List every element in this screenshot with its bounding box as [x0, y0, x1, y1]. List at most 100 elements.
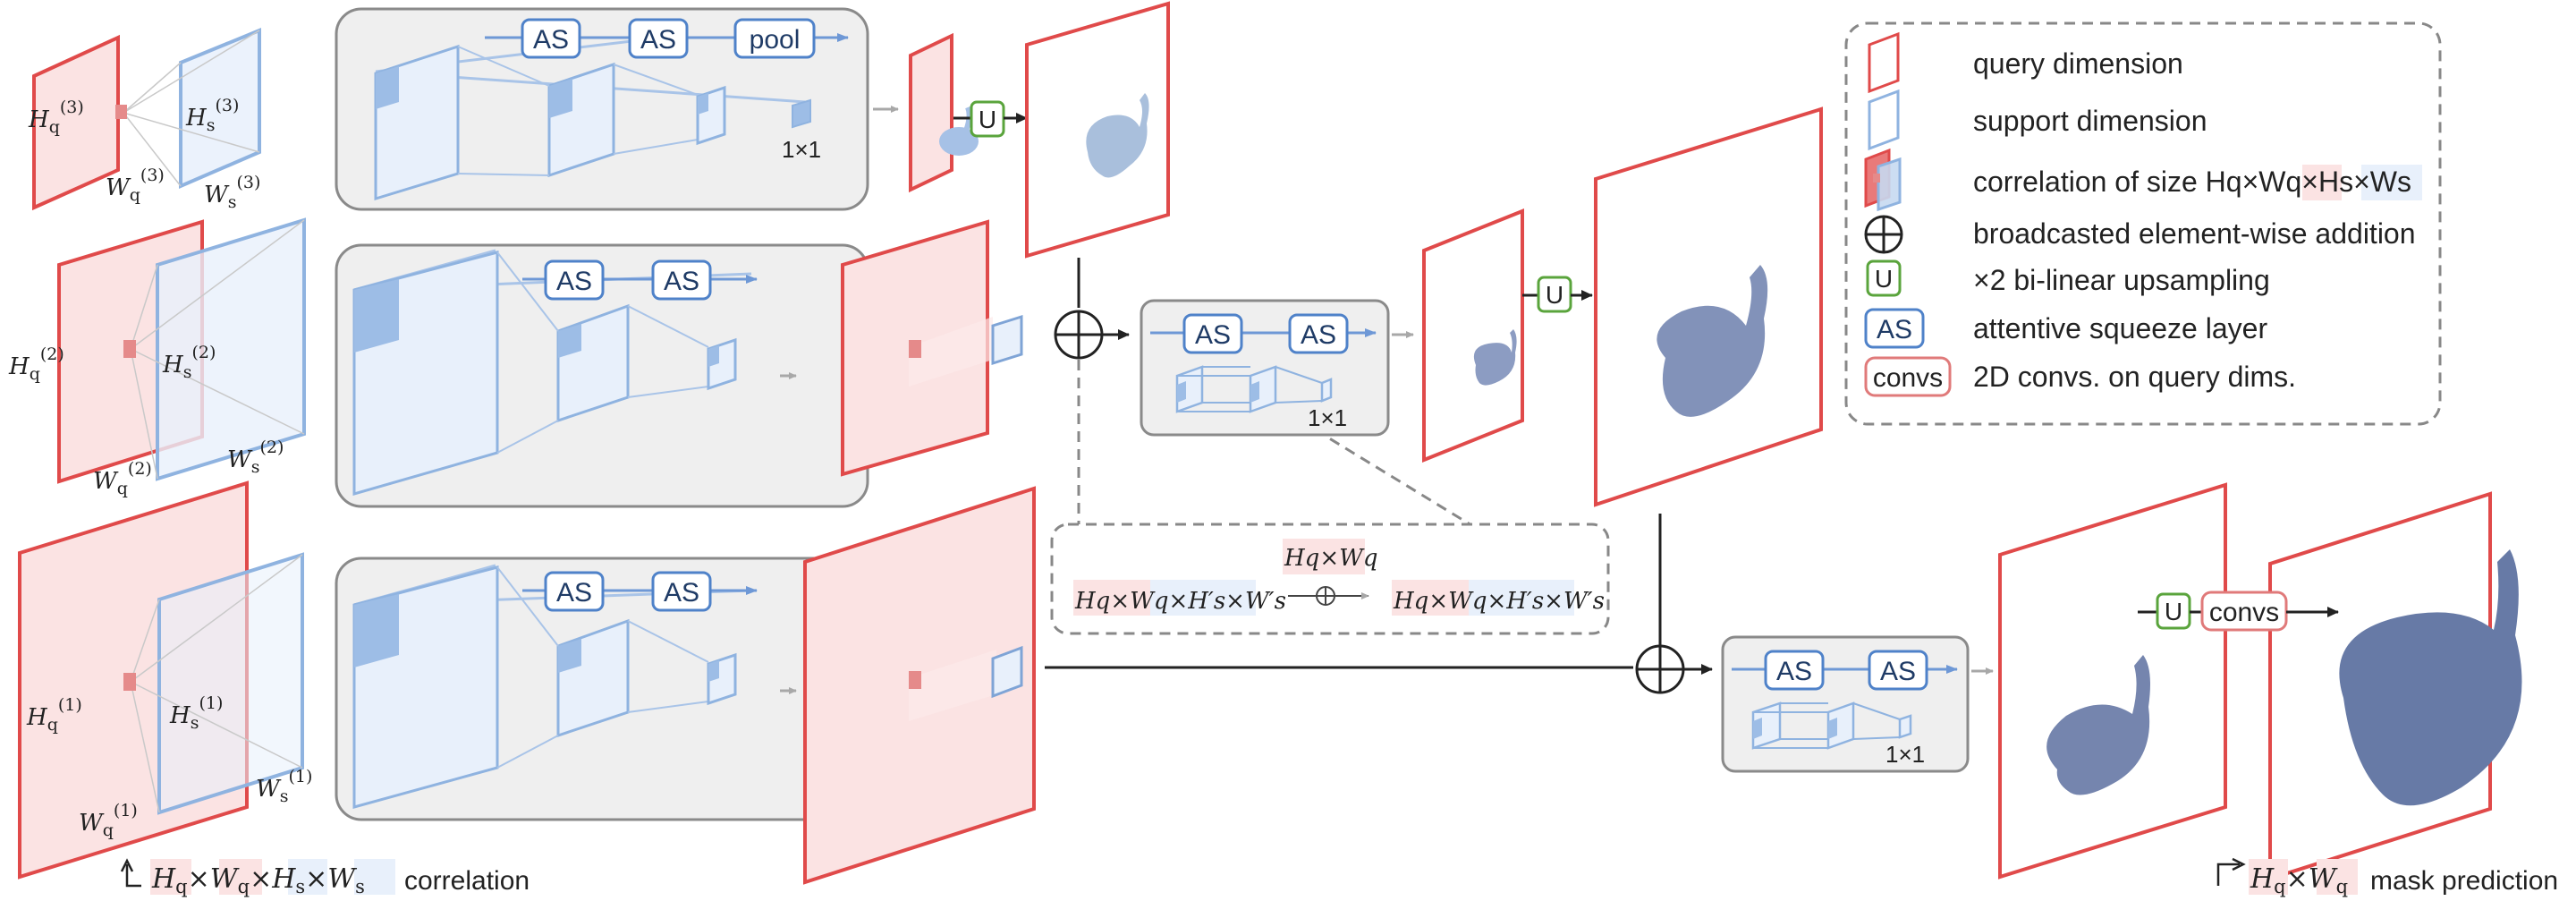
circle-plus-icon: [1054, 258, 1104, 360]
legend-frame: [1844, 21, 2442, 426]
encoder-module-1: AS AS: [335, 557, 869, 821]
correlation-cell: [123, 340, 136, 358]
mask-caption: Hq×Wq mask prediction: [2216, 857, 2558, 897]
support-plane: [157, 552, 304, 815]
level-1-output: [803, 486, 1036, 885]
final-output: U convs: [1998, 482, 2522, 881]
u-box-icon: [1866, 259, 1902, 297]
svg-text:AS: AS: [1877, 315, 1912, 344]
circle-plus-icon: [1635, 644, 1685, 694]
svg-text:Hq×Wq×H′s×W′s: Hq×Wq×H′s×W′s: [1393, 588, 1605, 615]
svg-text:Hs(2): Hs(2): [162, 343, 216, 382]
encoder-module-3: AS AS pool 1×1: [335, 7, 869, 211]
as-layer-box: [651, 259, 712, 301]
as-layer-box: [1868, 650, 1928, 691]
level-2-mask-output: U: [1422, 106, 1823, 507]
circle-plus-icon: [1864, 215, 1903, 254]
correlation-cell: [123, 673, 136, 691]
mask-blob: [939, 127, 979, 156]
support-box-icon: [1868, 89, 1900, 151]
pool-layer-box: [733, 18, 816, 59]
svg-text:query dimension: query dimension: [1973, 47, 2183, 80]
as-layer-box: [628, 18, 689, 59]
svg-text:Hq×Wq×H′s×W′s: Hq×Wq×H′s×W′s: [1074, 588, 1286, 615]
svg-text:AS: AS: [1776, 657, 1812, 686]
mixing-module-lower: AS AS 1×1: [1721, 635, 1970, 773]
svg-text:1×1: 1×1: [782, 136, 821, 163]
as-layer-box: [1288, 313, 1349, 354]
svg-text:U: U: [2165, 598, 2182, 625]
svg-text:Hq×Wq×Hs×Ws: Hq×Wq×Hs×Ws: [151, 863, 365, 897]
support-plane: [991, 314, 1023, 366]
svg-text:mask prediction: mask prediction: [2370, 866, 2558, 896]
level-3-output: U: [909, 1, 1170, 259]
svg-text:correlation of size Hq×Wq×Hs×W: correlation of size Hq×Wq×Hs×Ws: [1973, 166, 2411, 198]
query-box-icon: [1868, 31, 1900, 94]
svg-text:2D convs. on query dims.: 2D convs. on query dims.: [1973, 361, 2296, 393]
mask-blob: [2339, 549, 2522, 806]
legend: query dimension support dimension correl…: [1844, 21, 2442, 426]
svg-text:Wq(1): Wq(1): [79, 801, 138, 840]
mask-blob: [1657, 265, 1768, 417]
mask-blob: [2046, 655, 2150, 795]
correlation-level-3: Hq(3) Hs(3) Wq(3) Ws(3): [28, 28, 261, 212]
svg-text:1×1: 1×1: [1308, 404, 1347, 431]
svg-text:Ws(1): Ws(1): [256, 767, 312, 806]
svg-text:1×1: 1×1: [1885, 741, 1925, 768]
query-plane: [909, 32, 953, 193]
svg-text:attentive squeeze layer: attentive squeeze layer: [1973, 312, 2267, 344]
svg-text:AS: AS: [556, 267, 592, 296]
svg-text:AS: AS: [556, 578, 592, 608]
as-layer-box: [521, 18, 581, 59]
mask-blob: [1473, 329, 1517, 386]
correlation-caption: Hq×Wq×Hs×Ws correlation: [120, 858, 530, 897]
query-plane: [32, 34, 120, 211]
correlation-level-1: Hq(1) Hs(1) Wq(1) Ws(1): [18, 480, 312, 880]
svg-text:Hs(1): Hs(1): [169, 693, 223, 733]
as-layer-box: [544, 571, 605, 612]
svg-text:Hq(2): Hq(2): [8, 344, 64, 384]
support-plane: [991, 645, 1023, 699]
as-layer-box: [544, 259, 605, 301]
mask-blob: [1086, 93, 1149, 178]
query-plane: [1422, 208, 1524, 463]
svg-text:convs: convs: [2209, 598, 2279, 627]
svg-text:Hs(3): Hs(3): [185, 96, 239, 135]
svg-text:pool: pool: [750, 25, 801, 55]
svg-text:Hq(3): Hq(3): [28, 98, 84, 137]
svg-text:Ws(2): Ws(2): [227, 438, 284, 477]
svg-text:AS: AS: [664, 267, 699, 296]
as-box-icon: [1864, 308, 1925, 349]
svg-text:AS: AS: [640, 25, 676, 55]
svg-text:U: U: [979, 106, 996, 133]
svg-text:U: U: [1875, 265, 1893, 293]
svg-text:Hq×Wq: Hq×Wq: [2250, 863, 2348, 897]
svg-text:Wq(3): Wq(3): [106, 166, 165, 205]
correlation-level-2: Hq(2) Hs(2) Wq(2) Ws(2): [8, 217, 306, 498]
encoder-module-2: AS AS: [335, 243, 869, 508]
mixing-module-upper: AS AS 1×1: [1140, 299, 1390, 437]
svg-text:U: U: [1546, 281, 1563, 309]
svg-text:AS: AS: [1880, 657, 1916, 686]
svg-text:×2 bi-linear upsampling: ×2 bi-linear upsampling: [1973, 264, 2270, 296]
svg-text:AS: AS: [533, 25, 569, 55]
svg-text:correlation: correlation: [404, 866, 530, 896]
svg-text:Ws(3): Ws(3): [204, 173, 260, 212]
svg-text:convs: convs: [1873, 363, 1943, 393]
as-layer-box: [1182, 313, 1243, 354]
svg-text:AS: AS: [1195, 320, 1231, 350]
level-2-output: [841, 219, 1023, 477]
svg-text:Hq(1): Hq(1): [26, 695, 82, 735]
correlation-cell: [115, 105, 127, 119]
as-layer-box: [1764, 650, 1825, 691]
broadcast-note: Hq×Wq×H′s×W′s Hq×Wq Hq×Wq×H′s×W′s: [1050, 523, 1610, 635]
svg-text:AS: AS: [664, 578, 699, 608]
svg-text:support dimension: support dimension: [1973, 105, 2207, 137]
svg-text:AS: AS: [1301, 320, 1336, 350]
as-layer-box: [651, 571, 712, 612]
convs-box-icon: [1864, 356, 1952, 397]
svg-text:Hq×Wq: Hq×Wq: [1284, 545, 1377, 572]
svg-text:broadcasted element-wise addit: broadcasted element-wise addition: [1973, 217, 2416, 250]
query-plane: [1998, 482, 2227, 880]
